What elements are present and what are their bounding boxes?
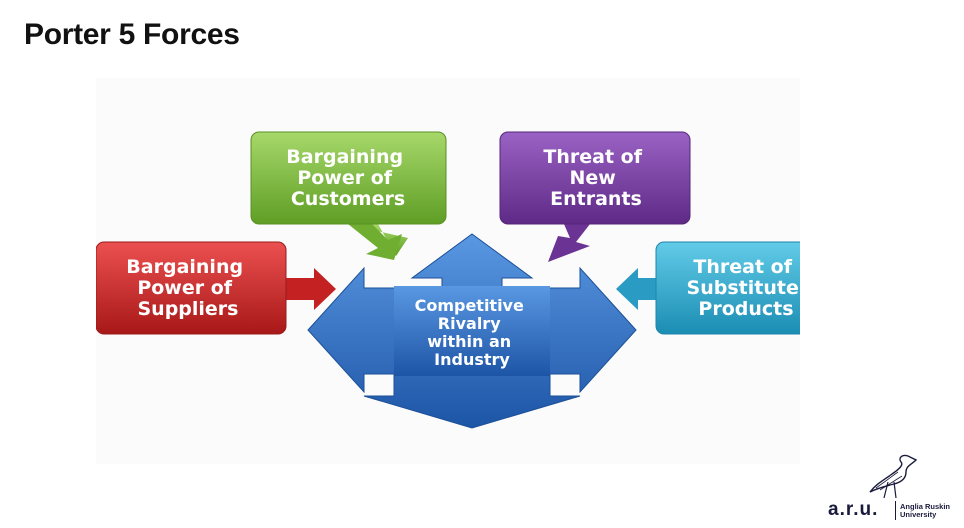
customers-label-line3: Customers [291,188,405,210]
center-label-line2: Rivalry [438,314,501,333]
new-entrants-force: Threat of New Entrants [499,131,691,262]
customers-label-line2: Power of [297,167,392,189]
suppliers-force: Bargaining Power of Suppliers [96,241,336,335]
substitutes-force: Threat of Substitute Products [616,241,800,335]
svg-text:Bargaining Power of: Bargaining Power of Customers [286,146,409,210]
customers-label-line1: Bargaining [286,146,403,168]
university-name-line1: Anglia Ruskin [900,502,951,511]
heron-icon [869,454,918,499]
suppliers-label-line1: Bargaining [126,256,243,278]
aru-university-name: Anglia Ruskin University [900,503,964,519]
substitutes-label-line1: Threat of [693,256,792,278]
svg-text:Threat of Substitute: Threat of Substitute Products [687,256,800,320]
aru-logo-text: a.r.u. [828,499,879,520]
new-entrants-label-line2: New [570,167,616,189]
new-entrants-label-line3: Entrants [550,188,642,210]
university-name-line2: University [900,510,937,519]
aru-logo: a.r.u. Anglia Ruskin University [828,452,964,528]
suppliers-label-line2: Power of [137,277,232,299]
svg-text:Bargaining Power of: Bargaining Power of Suppliers [126,256,249,320]
customers-force: Bargaining Power of Customers [250,131,447,260]
center-label-line4: Industry [434,350,510,369]
svg-text:Threat of New: Threat of New Entrants [543,146,648,210]
substitutes-label-line3: Products [698,298,793,320]
slide-title: Porter 5 Forces [24,18,240,51]
svg-text:Competitive Rivalry: Competitive Rivalry within an Industry [415,296,530,369]
porter-five-forces-diagram: Bargaining Power of Customers Threat of … [96,78,800,464]
competitive-rivalry-center: Competitive Rivalry within an Industry [307,233,637,429]
new-entrants-label-line1: Threat of [543,146,642,168]
substitutes-label-line2: Substitute [687,277,799,299]
logo-divider [895,501,896,520]
suppliers-label-line3: Suppliers [137,298,238,320]
center-label-line1: Competitive [415,296,524,315]
center-label-line3: within an [427,332,511,351]
